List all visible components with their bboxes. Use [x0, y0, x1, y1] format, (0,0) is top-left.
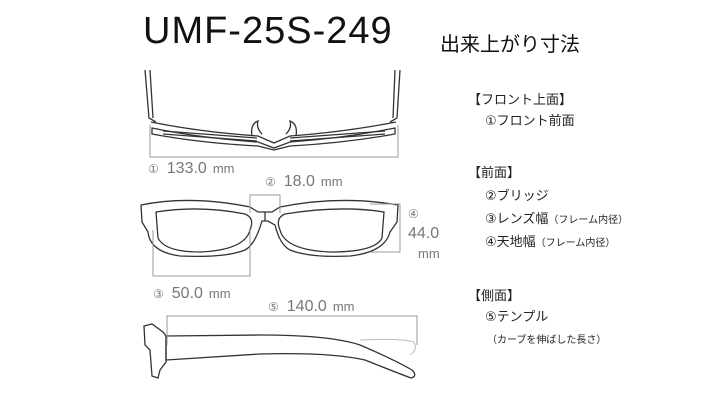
- dimension-mark: ⑤: [268, 300, 279, 314]
- dimension-value: 50.0: [171, 285, 203, 302]
- legend-item-4-note: （フレーム内径）: [535, 238, 616, 249]
- dimension-mark: ②: [265, 175, 276, 189]
- legend-item-5: ⑤テンプル: [485, 310, 549, 325]
- dimension-value: 18.0: [283, 173, 315, 190]
- legend-item-1: ①フロント前面: [485, 114, 575, 129]
- dimension-mark: ③: [153, 287, 164, 301]
- dimension-value: 133.0: [166, 160, 207, 177]
- dimension-bracket-2: [249, 194, 281, 213]
- dimension-mark: ①: [148, 162, 159, 176]
- legend-item-3: ③レンズ幅（フレーム内径）: [485, 208, 628, 227]
- dimension-mark: ④: [408, 207, 419, 221]
- dimension-label-3: ③ 50.0 mm: [153, 285, 231, 303]
- dimension-bracket-1: [149, 125, 399, 158]
- legend-top-header: 【フロント上面】: [468, 93, 573, 108]
- dimension-bracket-5: [166, 315, 418, 345]
- legend-item-3-note: （フレーム内径）: [548, 215, 629, 226]
- dimension-unit: mm: [418, 246, 440, 261]
- legend-item-2: ②ブリッジ: [485, 189, 549, 204]
- legend-item-4: ④天地幅（フレーム内径）: [485, 231, 615, 250]
- dimension-bracket-3: [152, 230, 251, 277]
- dimension-value: 140.0: [286, 298, 327, 315]
- dimension-label-4: ④ 44.0 mm: [408, 204, 440, 264]
- dimension-bracket-4: [370, 203, 401, 253]
- legend-front-header: 【前面】: [468, 166, 521, 181]
- dimension-value: 44.0: [408, 225, 440, 242]
- dimension-label-1: ① 133.0 mm: [148, 160, 234, 178]
- dimension-label-5: ⑤ 140.0 mm: [268, 298, 354, 316]
- dimension-unit: mm: [332, 299, 355, 314]
- dimension-unit: mm: [208, 286, 231, 301]
- legend-item-3-label: ③レンズ幅: [485, 212, 549, 227]
- dimension-unit: mm: [320, 174, 343, 189]
- legend-item-5-note: （カーブを伸ばした長さ）: [487, 335, 607, 346]
- legend-item-4-label: ④天地幅: [485, 235, 536, 250]
- front-view-drawing: [140, 199, 399, 258]
- side-view-drawing: [143, 323, 416, 379]
- dimension-unit: mm: [212, 161, 235, 176]
- dimension-label-2: ② 18.0 mm: [265, 173, 343, 191]
- model-title: UMF-25S-249: [143, 10, 393, 52]
- subtitle: 出来上がり寸法: [440, 32, 580, 56]
- top-view-drawing: [144, 69, 401, 151]
- legend-side-header: 【側面】: [468, 289, 521, 304]
